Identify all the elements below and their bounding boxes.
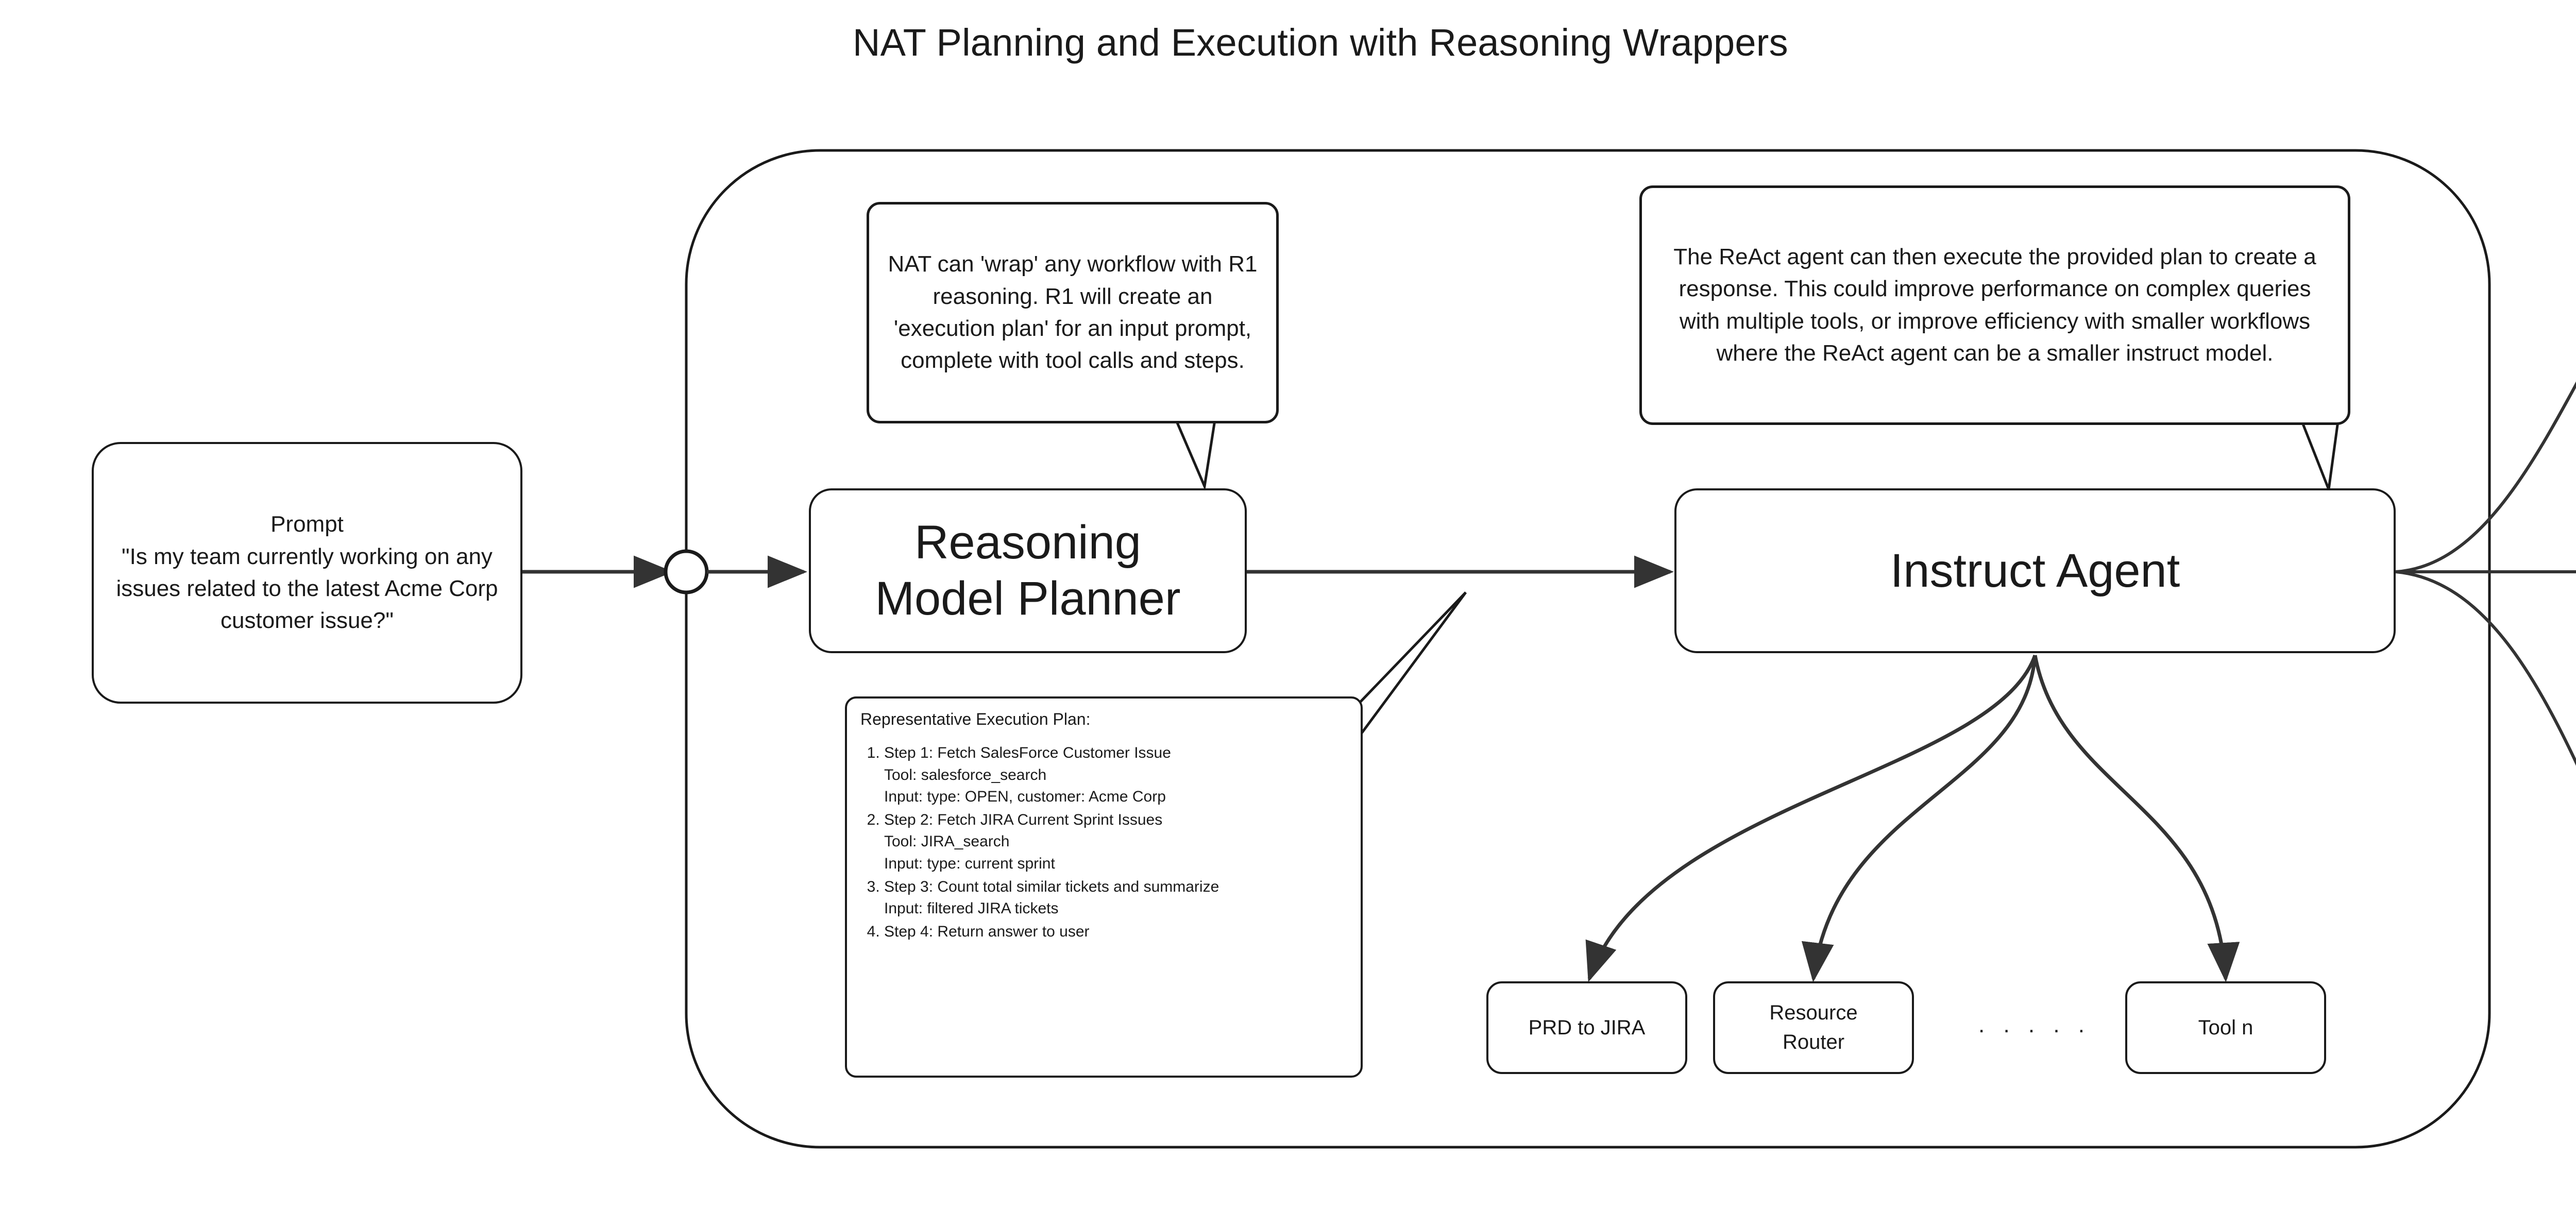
nat-callout: NAT can 'wrap' any workflow with R1 reas… <box>867 202 1279 423</box>
tools-ellipsis: . . . . . <box>1978 1012 2091 1037</box>
edge-instruct-to-tool-3 <box>2033 655 2240 982</box>
tool-node-tool-n[interactable]: Tool n <box>2125 981 2326 1074</box>
instruct-agent-label: Instruct Agent <box>1890 544 2180 597</box>
tool-label: Tool n <box>2198 1016 2253 1039</box>
reasoning-model-planner-node[interactable]: Reasoning Model Planner <box>809 488 1247 653</box>
react-callout-tail <box>2300 420 2340 495</box>
planner-label-line1: Reasoning <box>914 516 1141 569</box>
step-input: Input: type: OPEN, customer: Acme Corp <box>884 788 1166 806</box>
edge-instruct-to-correct-answer <box>2395 381 2576 573</box>
step-tool: Tool: JIRA_search <box>884 833 1010 850</box>
prompt-text: "Is my team currently working on any iss… <box>116 543 498 634</box>
execution-plan-step: Step 2: Fetch JIRA Current Sprint Issues… <box>884 809 1347 875</box>
tool-node-resource-router[interactable]: Resource Router <box>1713 981 1914 1074</box>
tool-label-2: Router <box>1782 1031 1845 1053</box>
nat-wrapper-container <box>685 149 2491 1149</box>
step-input: Input: filtered JIRA tickets <box>884 900 1059 917</box>
execution-plan-step: Step 1: Fetch SalesForce Customer Issue … <box>884 742 1347 808</box>
execution-plan-list: Step 1: Fetch SalesForce Customer Issue … <box>860 742 1347 943</box>
execution-plan-step: Step 4: Return answer to user <box>884 921 1347 943</box>
tool-node-prd-to-jira[interactable]: PRD to JIRA <box>1486 981 1687 1074</box>
junction-node <box>664 549 709 594</box>
prompt-node[interactable]: Prompt "Is my team currently working on … <box>92 442 522 704</box>
tool-label: Resource <box>1769 1001 1858 1025</box>
step-title: Step 2: Fetch JIRA Current Sprint Issues <box>884 811 1163 828</box>
step-title: Step 3: Count total similar tickets and … <box>884 878 1219 895</box>
diagram-title: NAT Planning and Execution with Reasonin… <box>853 21 1788 64</box>
instruct-agent-node[interactable]: Instruct Agent <box>1674 488 2396 653</box>
step-input: Input: type: current sprint <box>884 855 1055 872</box>
planner-label-line2: Model Planner <box>875 572 1181 625</box>
react-callout: The ReAct agent can then execute the pro… <box>1639 185 2350 425</box>
tool-label: PRD to JIRA <box>1528 1016 1646 1039</box>
edge-instruct-to-tool-2 <box>1801 655 2037 982</box>
edge-instruct-to-failure <box>2395 570 2576 766</box>
execution-plan-callout: Representative Execution Plan: Step 1: F… <box>845 696 1363 1078</box>
nat-callout-tail <box>1174 419 1216 491</box>
prompt-heading: Prompt <box>270 512 344 537</box>
react-callout-text: The ReAct agent can then execute the pro… <box>1673 244 2316 366</box>
edge-instruct-to-tool-1 <box>1585 654 2037 982</box>
step-tool: Tool: salesforce_search <box>884 766 1047 784</box>
step-title: Step 4: Return answer to user <box>884 923 1090 940</box>
execution-plan-heading: Representative Execution Plan: <box>860 710 1091 728</box>
execution-plan-tail <box>1354 591 1467 745</box>
step-title: Step 1: Fetch SalesForce Customer Issue <box>884 744 1171 761</box>
execution-plan-step: Step 3: Count total similar tickets and … <box>884 876 1347 920</box>
nat-callout-text: NAT can 'wrap' any workflow with R1 reas… <box>888 251 1258 373</box>
